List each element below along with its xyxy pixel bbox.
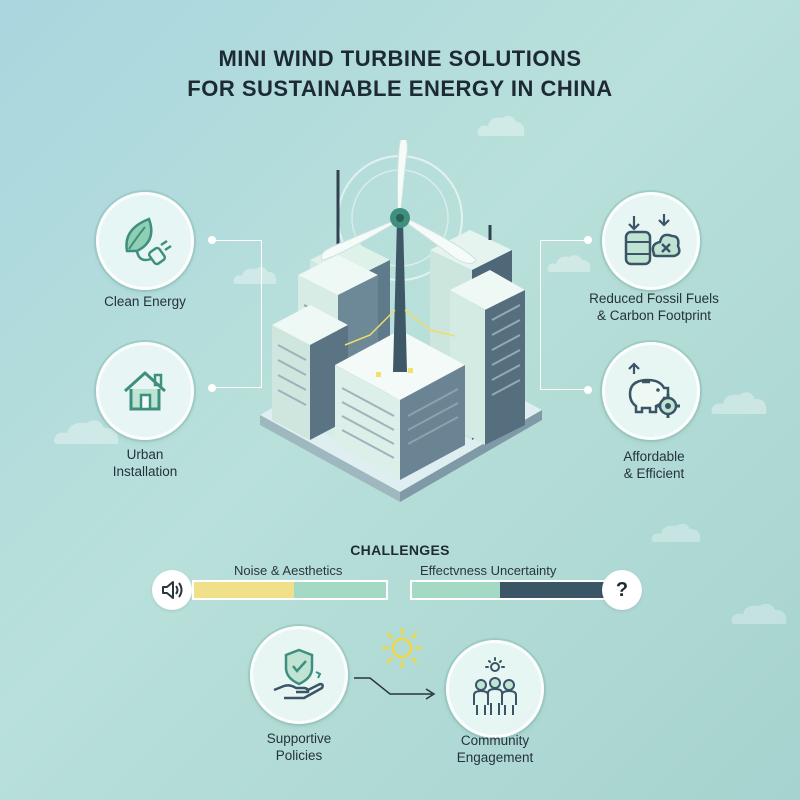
question-icon: ? <box>602 570 642 610</box>
reduced-fossil-line-2: & Carbon Footprint <box>596 308 712 323</box>
urban-installation-icon-badge <box>96 342 194 440</box>
effectiveness-bar-segment-dark <box>500 582 608 598</box>
policies-icon-badge <box>250 626 348 724</box>
urban-installation-line-2: Installation <box>112 464 178 479</box>
connector-line <box>212 240 262 388</box>
noise-aesthetics-bar <box>192 580 388 600</box>
connector-line <box>540 240 588 390</box>
cloud-decoration <box>54 420 119 444</box>
noise-aesthetics-label: Noise & Aesthetics <box>234 563 343 578</box>
affordable-line-2: & Efficient <box>623 466 685 481</box>
affordable-icon-badge <box>602 342 700 440</box>
arrow-right-icon <box>354 677 436 700</box>
sun-icon <box>381 627 423 669</box>
community-icon-badge <box>446 640 544 738</box>
policies-label: Supportive Policies <box>234 730 364 764</box>
cloud-decoration <box>233 267 277 284</box>
clean-energy-label: Clean Energy <box>104 294 186 309</box>
people-sun-icon <box>473 657 517 715</box>
policies-line-1: Supportive <box>266 731 332 746</box>
effectiveness-bar-segment-mint <box>412 582 501 598</box>
community-label: Community Engagement <box>430 732 560 766</box>
effectiveness-bar <box>410 580 610 600</box>
noise-bar-segment-yellow <box>194 582 294 598</box>
city-turbine-illustration <box>260 140 542 502</box>
urban-installation-line-1: Urban <box>126 447 164 462</box>
house-icon <box>123 371 167 411</box>
cloud-decoration <box>731 603 787 624</box>
policies-line-2: Policies <box>275 748 323 763</box>
title-line-1: MINI WIND TURBINE SOLUTIONS <box>218 46 582 71</box>
affordable-label: Affordable & Efficient <box>584 448 724 482</box>
question-mark: ? <box>615 578 629 601</box>
page-title: MINI WIND TURBINE SOLUTIONS FOR SUSTAINA… <box>0 44 800 104</box>
noise-bar-segment-mint <box>293 582 386 598</box>
reduced-fossil-label: Reduced Fossil Fuels & Carbon Footprint <box>574 290 734 324</box>
community-line-1: Community <box>460 733 530 748</box>
clean-energy-icon-badge <box>96 192 194 290</box>
connector-dot <box>584 236 592 244</box>
reduced-fossil-line-1: Reduced Fossil Fuels <box>589 291 719 306</box>
piggy-bank-gear-icon <box>628 362 680 418</box>
challenges-heading: CHALLENGES <box>350 542 450 558</box>
connector-dot <box>208 384 216 392</box>
noise-icon-badge <box>152 570 192 610</box>
leaf-plug-icon <box>125 217 172 266</box>
cloud-decoration <box>477 115 525 136</box>
cloud-decoration <box>651 523 701 542</box>
affordable-line-1: Affordable <box>623 449 685 464</box>
cloud-decoration <box>547 255 591 272</box>
community-line-2: Engagement <box>456 750 534 765</box>
reduced-fossil-icon-badge <box>602 192 700 290</box>
cloud-decoration <box>711 392 767 414</box>
connector-dot <box>584 386 592 394</box>
urban-installation-label: Urban Installation <box>80 446 210 480</box>
title-line-2: FOR SUSTAINABLE ENERGY IN CHINA <box>187 76 613 101</box>
speaker-icon <box>162 581 183 599</box>
shield-hand-icon <box>273 648 324 700</box>
oil-barrel-co2-icon <box>624 214 681 266</box>
effectiveness-label: Effectvness Uncertainty <box>420 563 557 578</box>
